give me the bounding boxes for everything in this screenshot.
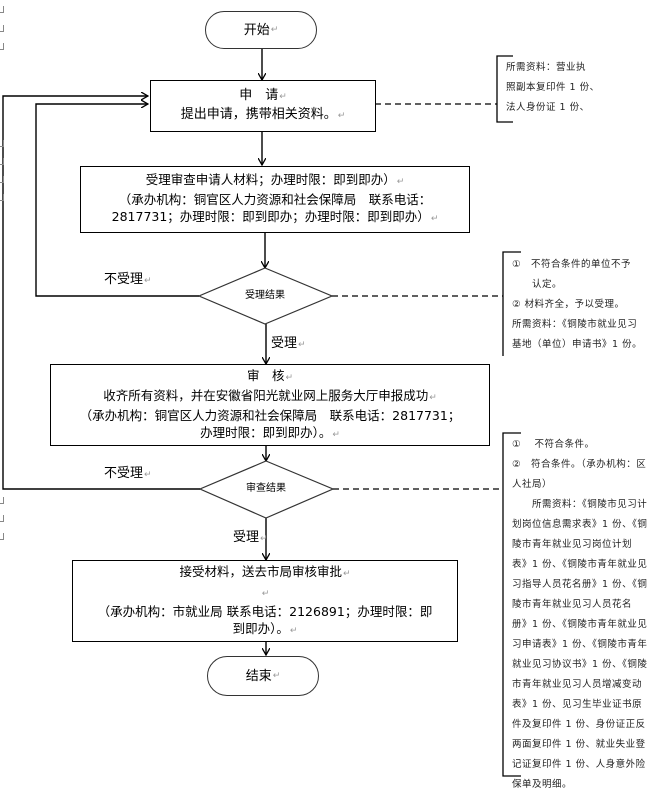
bracket-accept-note <box>502 251 521 356</box>
note-audit-result: ① 不符合条件。 ② 符合条件。（承办机构：区 人社局） 所需资料：《铜陵市见习… <box>512 435 660 795</box>
note-line: 陵市青年就业见习人员花名 <box>512 599 633 610</box>
bracket-audit-note <box>502 432 521 777</box>
note-line: ② 符合条件。（承办机构：区 <box>512 459 647 470</box>
step-submit-text-1: 接受材料，送去市局审核审批 <box>179 563 342 579</box>
note-line: 记证复印件 1 份、人身意外险 <box>512 759 646 770</box>
step-review-text-1: 受理审查申请人材料；办理时限：即到即办） <box>145 172 396 187</box>
margin-mark <box>0 43 4 50</box>
note-line: 所需资料：营业执 <box>506 62 587 73</box>
start-label: 开始 <box>243 22 270 38</box>
note-line: ② 材料齐全，予以受理。 <box>512 299 625 310</box>
step-audit-text-3: 办理时限：即到即办）。 <box>200 424 332 440</box>
note-line: 市青年就业见习人员增减变动 <box>512 679 643 690</box>
note-line: ① 不符合条件。 <box>512 439 595 450</box>
margin-mark <box>0 176 4 183</box>
margin-mark <box>0 515 4 522</box>
step-audit-title: 审 核 <box>246 367 285 383</box>
note-line: 所需资料：《铜陵市见习计 <box>512 499 648 510</box>
accept-label-2: 受理↵ <box>233 530 268 545</box>
note-line: 表》1 份、《铜陵市青年就业见 <box>512 559 648 570</box>
reject-label-2: 不受理↵ <box>104 466 152 481</box>
step-audit-text-2: （承办机构：铜官区人力资源和社会保障局 联系电话：2817731； <box>79 407 461 423</box>
note-line: 人社局） <box>512 479 553 490</box>
note-line: 习指导人员花名册》1 份、《铜 <box>512 579 648 590</box>
reject-loop-accept <box>35 104 199 297</box>
note-line: 件及复印件 1 份、身份证正反 <box>512 719 646 730</box>
step-submit: 接受材料，送去市局审核审批↵ ↵ （承办机构：市就业局 联系电话：2126891… <box>72 560 458 642</box>
step-submit-text-3: 到即办）。 <box>232 620 289 636</box>
margin-mark <box>0 533 4 540</box>
step-submit-text-2: （承办机构：市就业局 联系电话：2126891；办理时限：即 <box>97 603 433 619</box>
note-line: 照副本复印件 1 份、 <box>506 82 600 93</box>
note-line: 就业见习协议书》1 份、《铜陵 <box>512 659 648 670</box>
reject-label-1: 不受理↵ <box>104 272 152 287</box>
margin-mark <box>0 140 4 147</box>
step-review-text-2: （承办机构：铜官区人力资源和社会保障局 联系电话： <box>118 192 432 207</box>
step-audit-text-1: 收齐所有资料，并在安徽省阳光就业网上服务大厅申报成功 <box>103 387 429 403</box>
note-apply-materials: 所需资料：营业执 照副本复印件 1 份、 法人身份证 1 份、 <box>506 58 656 118</box>
step-apply-title: 申 请 <box>239 88 279 103</box>
decision-diamond-audit <box>198 460 335 519</box>
note-line: 所需资料：《铜陵市就业见习 <box>512 319 638 330</box>
note-line: 两面复印件 1 份、就业失业登 <box>512 739 646 750</box>
note-line: 保单及明细。 <box>512 779 573 790</box>
note-line: 划岗位信息需求表》1 份、《铜 <box>512 519 648 530</box>
note-line: 法人身份证 1 份、 <box>506 102 590 113</box>
start-terminal: 开始↵ <box>205 11 317 49</box>
note-line: 认定。 <box>512 279 563 290</box>
note-line: 册》1 份、《铜陵市青年就业见 <box>512 619 648 630</box>
note-line: 习申请表》1 份、《铜陵市青年 <box>512 639 648 650</box>
end-label: 结束 <box>245 668 272 684</box>
margin-mark <box>0 25 4 32</box>
note-accept-result: ① 不符合条件的单位不予 认定。 ② 材料齐全，予以受理。 所需资料：《铜陵市就… <box>512 255 660 355</box>
step-apply: 申 请↵ 提出申请，携带相关资料。↵ <box>150 80 376 132</box>
accept-label-1: 受理↵ <box>271 336 306 351</box>
step-accept-review: 受理审查申请人材料；办理时限：即到即办）↵ （承办机构：铜官区人力资源和社会保障… <box>80 166 470 233</box>
margin-mark <box>0 194 4 201</box>
step-review-text-3: 2817731；办理时限：即到即办；办理时限：即到即办） <box>111 209 430 224</box>
step-apply-text: 提出申请，携带相关资料。 <box>180 107 337 122</box>
margin-mark <box>0 497 4 504</box>
step-audit: 审 核↵ 收齐所有资料，并在安徽省阳光就业网上服务大厅申报成功↵ （承办机构：铜… <box>50 364 490 446</box>
note-line: 陵市青年就业见习岗位计划 <box>512 539 633 550</box>
decision-diamond-accept <box>197 267 334 325</box>
decision-audit-label: 审查结果 <box>246 483 286 494</box>
decision-accept-label: 受理结果 <box>245 290 285 301</box>
note-line: 表》1 份、见习生毕业证书原 <box>512 699 643 710</box>
margin-mark <box>0 6 4 13</box>
bracket-apply-note <box>496 55 513 123</box>
margin-mark <box>0 158 4 165</box>
reject-loop-audit <box>2 96 200 490</box>
end-terminal: 结束↵ <box>207 656 319 696</box>
note-line: ① 不符合条件的单位不予 <box>512 259 632 270</box>
note-line: 基地（单位）申请书》1 份。 <box>512 339 643 350</box>
